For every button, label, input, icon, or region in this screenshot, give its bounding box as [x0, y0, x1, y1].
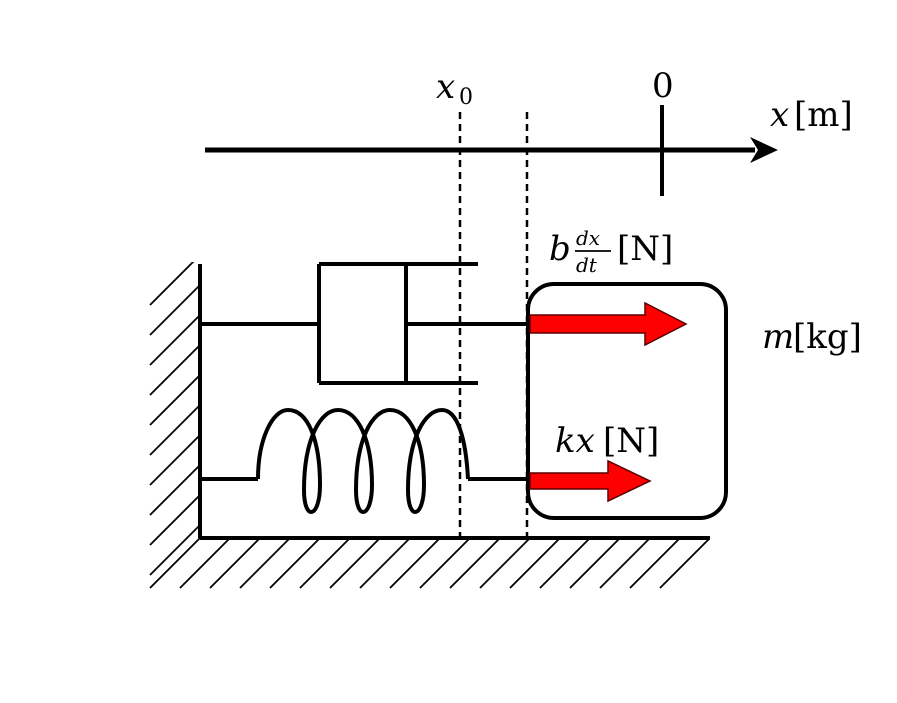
spring-force-label: kx [N] — [555, 421, 659, 461]
wall — [149, 262, 202, 576]
damper-frac-den: dt — [576, 253, 598, 277]
x0-label-var: x — [436, 67, 455, 107]
mass-unit: [kg] — [793, 317, 862, 357]
axis-label-var: x — [770, 95, 789, 135]
mass-var: m — [762, 317, 794, 357]
mass-block — [526, 282, 728, 520]
axis-arrowhead-icon — [750, 137, 778, 163]
damper — [200, 262, 528, 385]
damper-coef: b — [549, 229, 571, 269]
spring — [200, 408, 528, 514]
damper-force-label: b dx dt [N] — [549, 226, 673, 277]
origin-label: 0 — [652, 66, 674, 106]
mass-label: m [kg] — [762, 317, 862, 357]
damper-force-arrow-icon — [529, 301, 688, 347]
spring-force-expr: kx — [555, 421, 595, 461]
x-axis — [205, 105, 778, 196]
spring-force-unit: [N] — [603, 421, 659, 461]
damper-force-unit: [N] — [617, 229, 673, 269]
spring-force-arrow-icon — [529, 459, 652, 503]
damper-frac-num: dx — [576, 226, 600, 250]
x0-label-sub: 0 — [459, 85, 473, 110]
wall-hatching — [149, 262, 200, 576]
axis-label-unit: [m] — [794, 95, 853, 135]
floor — [149, 536, 710, 589]
floor-hatching — [149, 538, 710, 589]
